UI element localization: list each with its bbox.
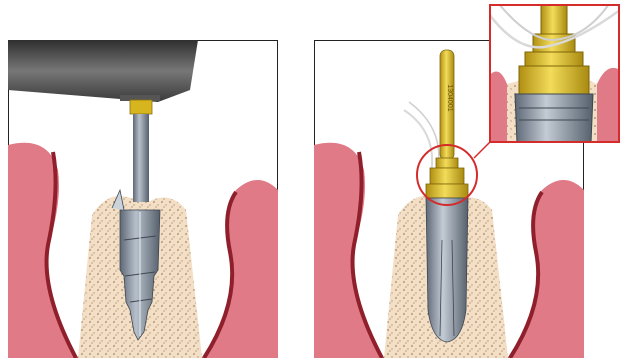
inset-detail [489,4,620,143]
implant-mount [430,168,464,184]
drill-shaft [133,114,149,202]
implant-body [426,198,468,342]
inset-illustration [489,4,620,143]
drill-gold-collar [130,100,152,114]
panel-drilling [8,40,278,358]
instrument-marking: 1304001 [446,84,453,111]
drilling-illustration [8,40,278,358]
